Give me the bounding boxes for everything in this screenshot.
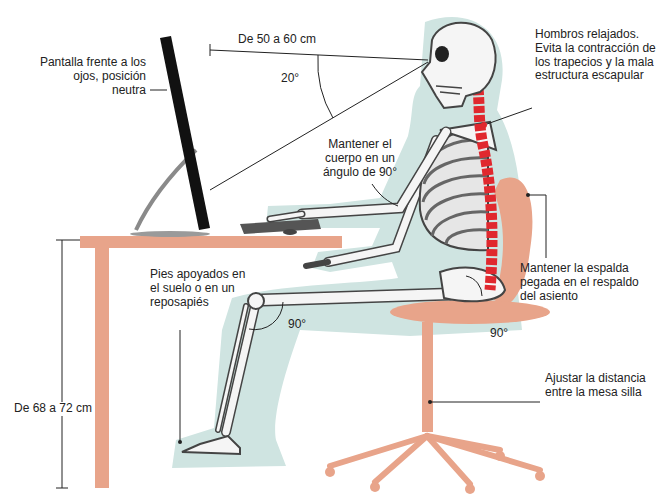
height-dimension-line — [56, 240, 80, 488]
shoulder-note: Hombros relajados. Evita la contracción … — [535, 28, 661, 83]
desk-part — [95, 248, 109, 488]
skeleton-part — [422, 23, 496, 108]
sight-lines-part — [318, 55, 333, 118]
leader-lines-part — [180, 330, 181, 442]
back-note: Mantener la espalda pegada en el respald… — [520, 262, 658, 303]
chair-note: Ajustar la distancia entre la mesa silla — [545, 372, 657, 400]
desk-part — [80, 236, 342, 248]
leader-dots — [178, 193, 530, 444]
skeleton-part — [435, 46, 449, 62]
posture-note: Mantener el cuerpo en un ángulo de 90° — [312, 138, 408, 179]
screen-note: Pantalla frente a los ojos, posición neu… — [38, 56, 146, 97]
angle-arcs — [249, 276, 482, 330]
skeleton-part — [436, 86, 462, 94]
skeleton — [182, 23, 505, 454]
skeleton-part-part — [218, 306, 246, 430]
leader-lines-part — [528, 195, 546, 258]
keyboard — [240, 219, 321, 235]
leader-dots-part — [178, 440, 182, 444]
skeleton-part-part — [306, 262, 328, 266]
chair-part — [325, 451, 545, 494]
height-dimension-line-part — [56, 488, 68, 489]
skeleton-part-part — [262, 294, 450, 300]
angle-label: 20° — [279, 72, 301, 86]
chair-part — [422, 322, 433, 432]
skeleton-part — [481, 122, 487, 128]
leader-lines-part — [150, 90, 167, 91]
chair-part-part — [495, 451, 505, 461]
feet-note: Pies apoyados en el suelo o en un reposa… — [150, 268, 250, 309]
leader-lines-part — [372, 184, 398, 206]
leader-dots-part — [428, 400, 432, 404]
skeleton-part-part — [270, 214, 302, 219]
chair — [325, 177, 550, 494]
skeleton-part-part — [446, 230, 488, 244]
skeleton-part-part — [218, 306, 246, 430]
leader-lines-part — [487, 108, 532, 124]
skeleton-part-part — [262, 294, 450, 300]
keyboard-part — [240, 219, 321, 234]
angle-arcs-part — [249, 302, 283, 330]
sight-lines-part — [210, 44, 211, 56]
chair-part-part — [427, 436, 500, 450]
chair-part-part — [535, 471, 545, 481]
chair-part-part — [375, 436, 427, 482]
angle-label: 90° — [490, 327, 508, 341]
skeleton-part — [270, 132, 446, 219]
leader-lines-part — [430, 402, 540, 403]
angle-label: 90° — [288, 318, 306, 332]
leader-dots-part — [526, 193, 530, 197]
chair-part-part — [325, 467, 335, 477]
skeleton-part-part — [302, 132, 446, 214]
skeleton-part — [182, 294, 450, 454]
desk — [80, 236, 342, 488]
monitor-part — [130, 231, 210, 237]
chair-part-part — [370, 482, 380, 492]
angle-arcs-part — [466, 276, 482, 296]
sight-lines-part — [210, 50, 428, 60]
skeleton-part-part — [270, 214, 302, 219]
skeleton-part-part — [182, 436, 240, 454]
distance-dimension: De 50 a 60 cm — [238, 33, 316, 47]
chair-part-part — [427, 436, 540, 470]
chair-part — [390, 300, 550, 324]
height-dimension: De 68 a 72 cm — [12, 402, 94, 416]
monitor-part — [160, 36, 210, 230]
sight-lines — [210, 44, 428, 190]
skeleton-part — [248, 293, 264, 309]
keyboard-part — [283, 229, 297, 235]
skeleton-part-part — [302, 132, 446, 214]
skeleton-part — [478, 88, 492, 290]
chair-part — [330, 436, 540, 484]
height-dimension-line-part — [62, 240, 63, 488]
leader-lines — [150, 90, 546, 442]
height-dimension-line-part — [56, 240, 80, 241]
chair-part-part — [465, 484, 475, 494]
